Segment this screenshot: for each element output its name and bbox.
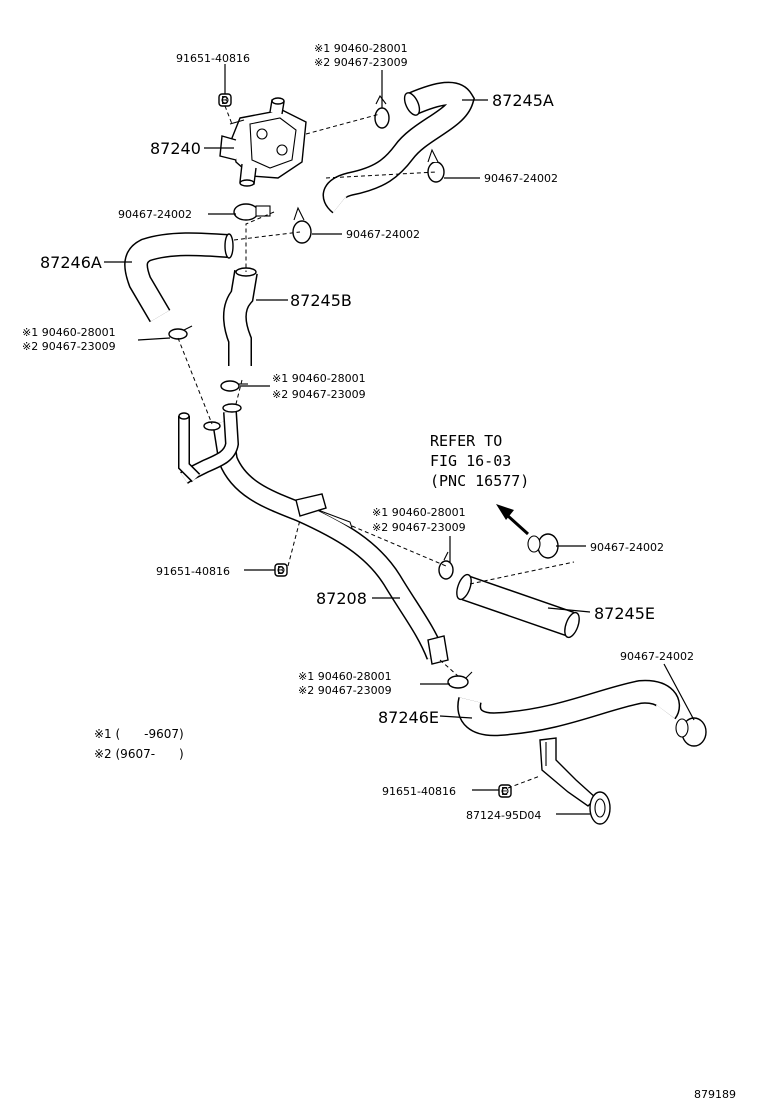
label-87245a: 87245A bbox=[492, 91, 554, 110]
clamp-90467-a bbox=[427, 148, 445, 183]
bolt-mark-mid: B bbox=[277, 564, 285, 577]
label-clamp-mid-1: ※1 90460-28001 bbox=[272, 372, 366, 385]
label-91651-top: 91651-40816 bbox=[176, 52, 250, 65]
label-clamp-left-2: ※2 90467-23009 bbox=[22, 340, 116, 353]
bolt-mark-top: B bbox=[221, 94, 229, 107]
label-87245e: 87245E bbox=[594, 604, 655, 623]
label-87246e: 87246E bbox=[378, 708, 439, 727]
label-87246a: 87246A bbox=[40, 253, 102, 272]
bracket-87124 bbox=[539, 737, 611, 825]
refer-arrow bbox=[496, 504, 530, 536]
bolt-mark-bottom: E bbox=[501, 785, 508, 798]
label-87208: 87208 bbox=[316, 589, 367, 608]
note-2: ※2 (9607- ) bbox=[94, 747, 184, 761]
hose-87245b bbox=[223, 267, 258, 366]
label-clamp-left-1: ※1 90460-28001 bbox=[22, 326, 116, 339]
label-clamp-bottom-1: ※1 90460-28001 bbox=[298, 670, 392, 683]
clamp-90467-c bbox=[292, 206, 312, 244]
dashed-assembly-lines bbox=[177, 105, 575, 789]
label-90467-right3: 90467-24002 bbox=[620, 650, 694, 663]
hose-87246a bbox=[124, 232, 234, 323]
clamp-90467-d bbox=[527, 533, 559, 559]
clamp-90467-b bbox=[233, 203, 271, 221]
label-90467-left: 90467-24002 bbox=[118, 208, 192, 221]
label-clamp-top-1: ※1 90460-28001 bbox=[314, 42, 408, 55]
clamp-left bbox=[168, 325, 193, 340]
clamp-mid bbox=[220, 380, 248, 392]
refer-text-line1: REFER TO bbox=[430, 432, 502, 450]
label-91651-bottom: 91651-40816 bbox=[382, 785, 456, 798]
refer-text-line2: FIG 16-03 bbox=[430, 452, 511, 470]
note-1: ※1 ( -9607) bbox=[94, 727, 184, 741]
label-clamp-bottom-2: ※2 90467-23009 bbox=[298, 684, 392, 697]
label-87124: 87124-95D04 bbox=[466, 809, 541, 822]
label-90467-right1: 90467-24002 bbox=[484, 172, 558, 185]
label-clamp-mid-2: ※2 90467-23009 bbox=[272, 388, 366, 401]
refer-text-line3: (PNC 16577) bbox=[430, 472, 529, 490]
bolt-mid bbox=[274, 563, 288, 577]
label-90467-mid: 90467-24002 bbox=[346, 228, 420, 241]
clamp-top bbox=[374, 94, 390, 129]
label-clamp-top-2: ※2 90467-23009 bbox=[314, 56, 408, 69]
label-clamp-right-1: ※1 90460-28001 bbox=[372, 506, 466, 519]
label-87245b: 87245B bbox=[290, 291, 352, 310]
leader-lines bbox=[104, 64, 695, 815]
clamp-90467-e bbox=[675, 717, 707, 747]
label-91651-mid: 91651-40816 bbox=[156, 565, 230, 578]
water-valve-87240 bbox=[219, 97, 307, 187]
hose-87245a bbox=[322, 81, 476, 214]
clamp-right bbox=[438, 551, 454, 580]
diagram-id: 879189 bbox=[694, 1088, 736, 1101]
pipe-87208 bbox=[178, 403, 449, 665]
label-87240: 87240 bbox=[150, 139, 201, 158]
hose-87246e bbox=[457, 679, 681, 737]
label-90467-right2: 90467-24002 bbox=[590, 541, 664, 554]
clamp-bottom bbox=[447, 671, 473, 689]
label-clamp-right-2: ※2 90467-23009 bbox=[372, 521, 466, 534]
hose-87245e bbox=[456, 573, 580, 639]
